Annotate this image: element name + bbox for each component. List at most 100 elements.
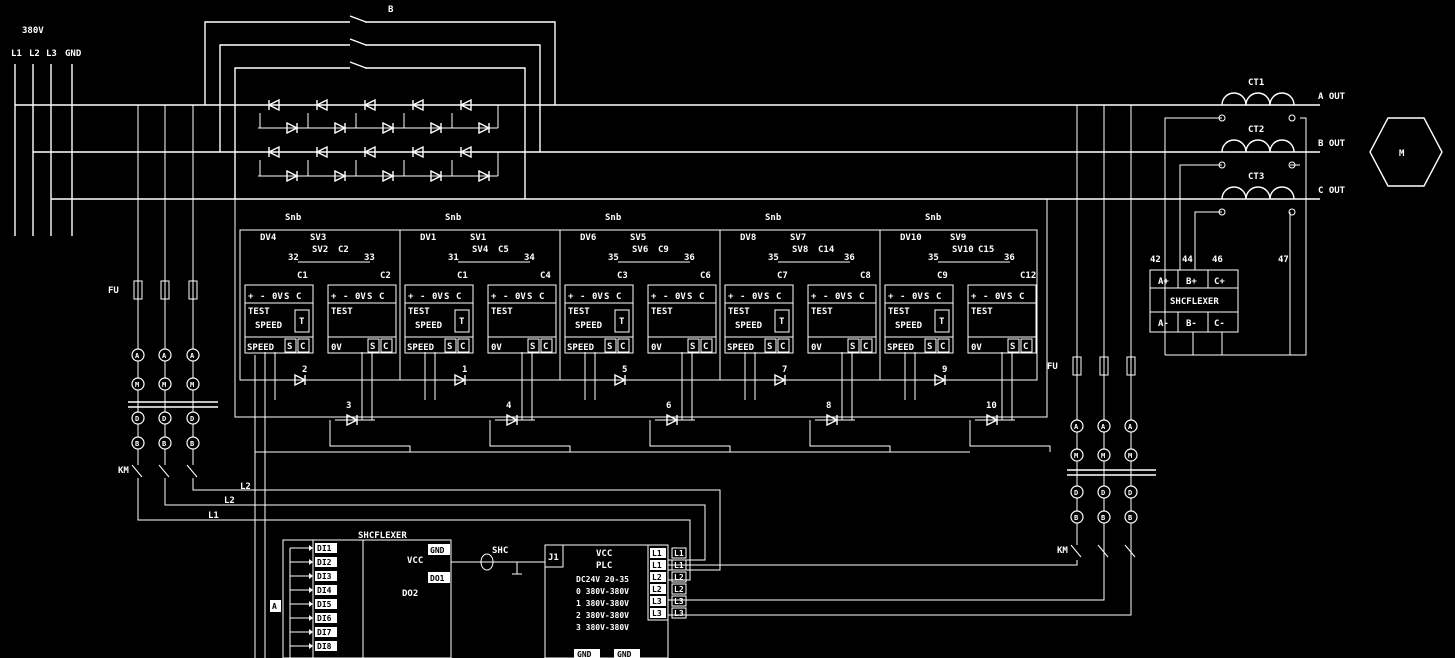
svg-text:S: S (927, 342, 932, 352)
svg-text:S: S (850, 342, 855, 352)
meter-terminal-46: 46 (1212, 255, 1223, 265)
svg-text:S: S (924, 292, 929, 302)
meter-pin-a-minus: A- (1158, 319, 1169, 329)
svg-text:SPEED: SPEED (575, 321, 603, 331)
thyristor-banks (258, 98, 499, 183)
svg-text:C: C (460, 342, 465, 352)
plc-j1-label: J1 (548, 553, 559, 563)
plc-pin-3: L2 (652, 573, 662, 582)
svg-text:D: D (1074, 489, 1078, 497)
controller-input-3: DI3 (317, 572, 332, 581)
svg-text:S: S (604, 292, 609, 302)
phase-l2-label: L2 (29, 49, 40, 59)
thyristor-bot-0-3 (430, 121, 443, 135)
stage-2-r: 34 (524, 253, 535, 263)
plc-gnd-label-1: GND (577, 650, 592, 658)
controller-input-2: DI2 (317, 558, 332, 567)
wire-label-l1: L1 (208, 511, 219, 521)
svg-text:0V: 0V (912, 292, 923, 302)
stage-2-cap: C5 (498, 245, 509, 255)
stage-1-num: 2 (302, 365, 307, 375)
svg-text:L1: L1 (674, 561, 684, 570)
plc-pin-4: L2 (652, 585, 662, 594)
stage-3-sub: SV6 (632, 245, 648, 255)
thyristor-bot-1-0 (286, 169, 299, 183)
stage-4-sv: SV7 (790, 233, 806, 243)
svg-text:B: B (190, 440, 194, 448)
stage-2-sub: SV4 (472, 245, 489, 255)
svg-text:C: C (776, 292, 781, 302)
thyristor-top-0-1 (315, 98, 328, 112)
thyristor-top-1-4 (459, 145, 472, 159)
motor (1369, 117, 1443, 187)
svg-text:S: S (367, 292, 372, 302)
svg-text:M: M (1074, 452, 1078, 460)
stage-5-l: 35 (928, 253, 939, 263)
thyristor-top-1-1 (315, 145, 328, 159)
stage-1-cap: C2 (338, 245, 349, 255)
stage-2-title: Snb (445, 213, 462, 223)
phase-l1-label: L1 (11, 49, 22, 59)
ground-label: GND (65, 49, 82, 59)
stage-4-title: Snb (765, 213, 782, 223)
output-a-label: A OUT (1318, 92, 1346, 102)
stage-4-diode-num: 8 (826, 401, 831, 411)
svg-text:TEST: TEST (811, 307, 833, 317)
meter-title: SHCFLEXER (1170, 297, 1219, 307)
ct-1-label: CT1 (1248, 78, 1264, 88)
svg-text:A: A (1128, 423, 1133, 431)
stage-4-sub: SV8 (792, 245, 808, 255)
svg-text:TEST: TEST (331, 307, 353, 317)
output-b-label: B OUT (1318, 139, 1346, 149)
plc-pin-1: L1 (652, 549, 662, 558)
stage-2-diode-num: 4 (506, 401, 512, 411)
meter-pin-c-plus: C+ (1214, 277, 1225, 287)
svg-text:C: C (300, 342, 305, 352)
stage-3-l: 35 (608, 253, 619, 263)
meter-terminal-47: 47 (1278, 255, 1289, 265)
controller-a-box (270, 600, 281, 612)
stage-3-diode-num: 6 (666, 401, 671, 411)
svg-text:S: S (530, 342, 535, 352)
svg-text:SPEED: SPEED (887, 343, 915, 353)
thyristor-top-1-3 (411, 145, 424, 159)
svg-text:-: - (420, 292, 425, 302)
svg-text:M: M (162, 381, 166, 389)
svg-text:0V: 0V (835, 292, 846, 302)
svg-text:SPEED: SPEED (895, 321, 923, 331)
svg-text:S: S (687, 292, 692, 302)
ct-1: CT1 (1218, 78, 1296, 122)
svg-text:A: A (1074, 423, 1079, 431)
stage-5-sv: SV9 (950, 233, 966, 243)
output-c-label: C OUT (1318, 186, 1346, 196)
meter-pin-a-plus: A+ (1158, 277, 1169, 287)
thyristor-top-0-0 (267, 98, 280, 112)
svg-text:M: M (1128, 452, 1132, 460)
comm-shc-label: SHC (492, 546, 508, 556)
svg-text:0V: 0V (355, 292, 366, 302)
svg-text:D: D (1128, 489, 1132, 497)
svg-text:D: D (162, 415, 166, 423)
plc-gnd-box-1 (574, 649, 600, 658)
stage-1-title: Snb (285, 213, 302, 223)
svg-text:S: S (447, 342, 452, 352)
controller-out-label: DO2 (402, 589, 418, 599)
svg-text:S: S (284, 292, 289, 302)
stage-1-sv: SV3 (310, 233, 326, 243)
svg-text:+: + (491, 292, 497, 302)
stage-2-dv: DV1 (420, 233, 436, 243)
supply-voltage-label: 380V (22, 26, 44, 36)
svg-text:C: C (699, 292, 704, 302)
stage-5-title: Snb (925, 213, 942, 223)
svg-text:-: - (503, 292, 508, 302)
svg-text:0V: 0V (971, 343, 982, 353)
